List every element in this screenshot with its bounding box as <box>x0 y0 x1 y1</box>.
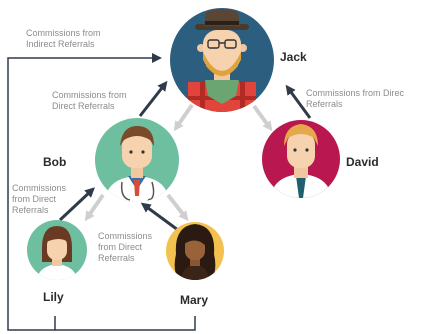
bob-to-mary-light-arrow <box>166 193 189 222</box>
indirect-referral-line-mary <box>55 316 196 331</box>
bob-to-jack-label: Commissions from Direct Referrals <box>52 90 127 111</box>
jack-to-bob-light-arrow <box>173 103 194 132</box>
indirect-referral-line <box>7 53 162 331</box>
lily-to-bob-commission-arrow <box>58 187 95 222</box>
mary-name: Mary <box>180 293 209 307</box>
lily-to-bob-label: Commissions from Direct Referrals <box>12 183 67 215</box>
jack-to-david-light-arrow <box>252 104 273 132</box>
bob-to-lily-light-arrow <box>84 193 105 222</box>
david-to-jack-commission-arrow <box>285 84 312 119</box>
bob-avatar <box>95 118 179 202</box>
jack-avatar <box>170 8 274 112</box>
david-to-jack-label: Commissions from Direc Referrals <box>306 88 405 109</box>
jack-name: Jack <box>280 50 307 64</box>
mary-to-bob-label: Commissions from Direct Referrals <box>98 231 153 263</box>
bob-name: Bob <box>43 155 67 169</box>
david-name: David <box>346 155 379 169</box>
bob-to-jack-commission-arrow <box>138 80 168 117</box>
lily-avatar <box>27 220 87 280</box>
mary-to-bob-commission-arrow <box>140 202 179 232</box>
david-avatar <box>262 120 340 198</box>
lily-name: Lily <box>43 290 64 304</box>
mary-avatar <box>166 222 224 280</box>
indirect-referral-label: Commissions from Indirect Referrals <box>26 28 101 49</box>
